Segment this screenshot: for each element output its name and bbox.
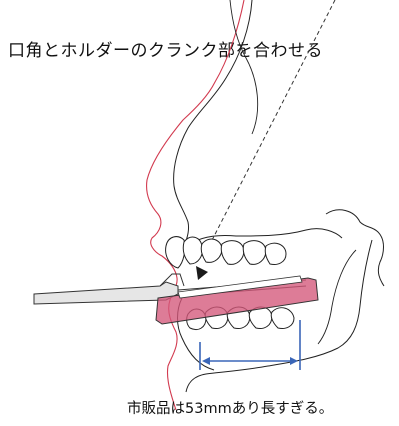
upper-tooth: [183, 237, 202, 264]
face-profile-outline: [147, 0, 244, 410]
upper-tooth: [201, 239, 222, 262]
upper-tooth: [221, 241, 244, 265]
upper-tooth: [265, 243, 286, 264]
condyle-outline: [326, 210, 384, 286]
mandible-inner-outline: [318, 250, 356, 344]
skull-outline: [174, 0, 252, 248]
upper-teeth: [166, 237, 286, 268]
dashed-guide-line: [208, 0, 335, 248]
measure-arrowhead-right: [290, 357, 298, 365]
measure-arrowhead-left: [202, 357, 210, 365]
upper-tooth: [166, 237, 185, 268]
upper-tooth: [243, 241, 266, 265]
lower-tooth: [271, 308, 294, 329]
orbit-outline: [230, 0, 258, 134]
holder-handle: [34, 282, 178, 304]
triangle-marker-icon: [196, 266, 208, 280]
figure-caption: 市販品は53mmあり長すぎる。: [127, 397, 333, 418]
